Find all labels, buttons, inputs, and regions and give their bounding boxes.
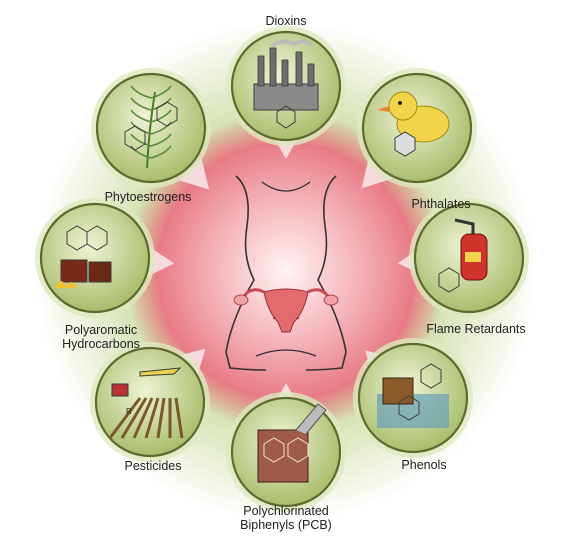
female-torso-uterus-icon bbox=[225, 175, 347, 371]
node-phthalates bbox=[357, 68, 477, 188]
node-pesticides: R bbox=[90, 342, 210, 462]
svg-text:R: R bbox=[126, 407, 132, 416]
node-phenols bbox=[353, 338, 473, 458]
label-phenols: Phenols bbox=[401, 458, 447, 472]
fire-extinguisher-icon bbox=[438, 218, 488, 293]
arrow-phyto bbox=[178, 158, 210, 190]
node-flame bbox=[409, 198, 529, 318]
label-pah-line2: Hydrocarbons bbox=[62, 337, 140, 351]
pcb-container-icon bbox=[257, 403, 327, 483]
label-pah-line1: Polyaromatic bbox=[64, 323, 138, 337]
node-phyto bbox=[91, 68, 211, 188]
crop-duster-icon: R bbox=[108, 367, 184, 439]
label-pcb-line2: Biphenyls (PCB) bbox=[240, 518, 332, 532]
node-pcb bbox=[226, 392, 346, 512]
plant-steroid-icon bbox=[124, 85, 178, 169]
rubber-duck-icon bbox=[377, 91, 450, 157]
node-disc bbox=[39, 202, 151, 314]
label-phytoestrogens: Phytoestrogens bbox=[104, 190, 192, 204]
node-dioxins bbox=[226, 26, 346, 146]
phenol-molecule-icon bbox=[377, 363, 449, 428]
label-flame-retardants: Flame Retardants bbox=[426, 322, 526, 336]
label-phthalates: Phthalates bbox=[411, 197, 471, 211]
factory-icon bbox=[253, 39, 319, 129]
label-dioxins: Dioxins bbox=[265, 14, 307, 28]
label-pcb-line1: Polychlorinated bbox=[243, 504, 329, 518]
node-pah bbox=[35, 198, 155, 318]
burning-barrels-icon bbox=[55, 225, 112, 288]
label-pesticides: Pesticides bbox=[124, 459, 182, 473]
